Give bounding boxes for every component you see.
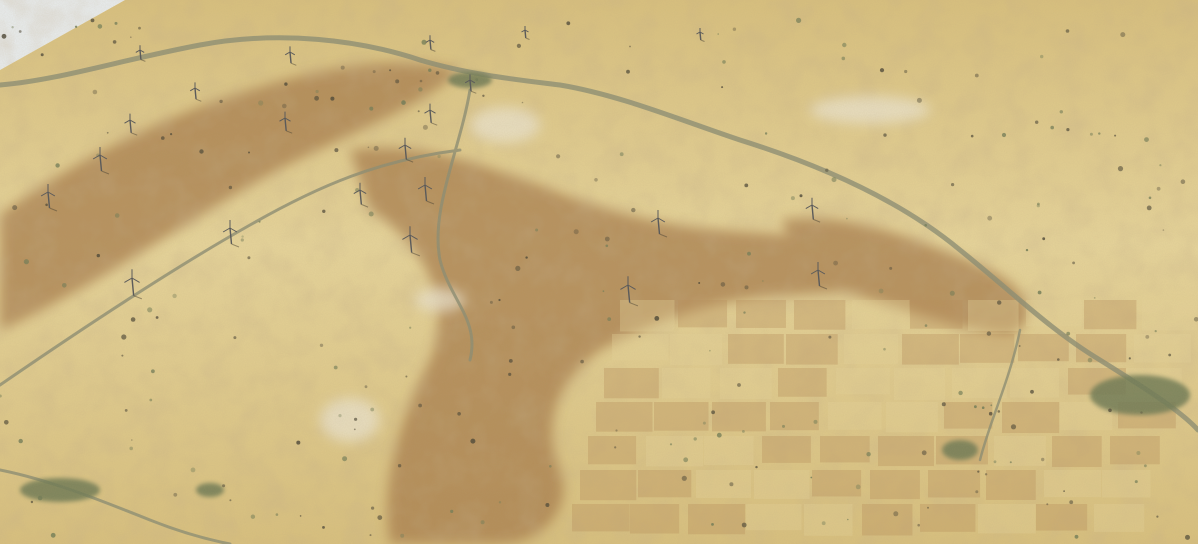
wind-turbine bbox=[124, 269, 143, 300]
wind-turbine bbox=[424, 103, 438, 126]
wind-turbine bbox=[810, 262, 828, 290]
wind-turbines bbox=[40, 26, 828, 307]
wind-turbine bbox=[650, 210, 668, 238]
wind-turbine bbox=[620, 276, 639, 307]
wind-turbine bbox=[92, 147, 110, 175]
wind-turbine bbox=[696, 28, 705, 42]
wind-turbine bbox=[135, 45, 146, 62]
wind-turbine bbox=[398, 137, 414, 163]
wind-turbine bbox=[189, 82, 202, 102]
wind-turbine bbox=[402, 226, 421, 257]
wind-turbine bbox=[124, 113, 138, 136]
wind-turbine bbox=[284, 46, 297, 66]
wind-turbine bbox=[464, 74, 477, 94]
wind-turbine bbox=[425, 35, 436, 52]
wind-turbine bbox=[805, 197, 821, 223]
wind-turbine bbox=[521, 26, 530, 40]
wind-turbine bbox=[222, 220, 240, 248]
wind-turbine bbox=[40, 184, 58, 212]
wind-turbine bbox=[279, 111, 293, 134]
wind-turbine bbox=[417, 177, 435, 205]
wind-turbine bbox=[353, 182, 369, 208]
